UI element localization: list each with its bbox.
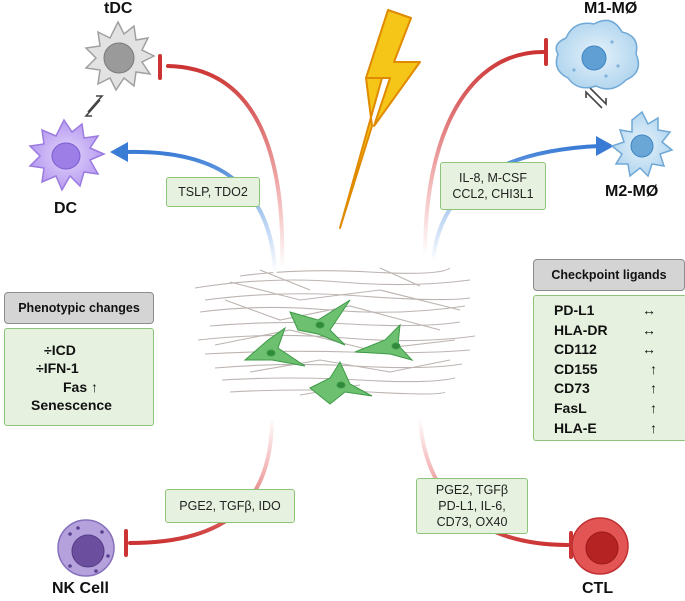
equilibrium-arrows-dc (84, 95, 104, 117)
phenotypic-changes-header: Phenotypic changes (4, 292, 154, 324)
factor-line: TSLP, TDO2 (178, 185, 248, 199)
arrowhead-m2 (596, 136, 614, 156)
ligand-label: HLA-DR (554, 321, 608, 338)
fibroblast-cell (309, 360, 373, 405)
phenotype-label: ICD (51, 342, 76, 358)
inhibit-arrow-m1 (423, 50, 545, 257)
ligand-row-cd112: CD112 (554, 341, 597, 357)
up-arrow-icon: ↑ (650, 380, 657, 397)
inhibit-arrow-tdc (166, 64, 285, 270)
ligand-label: CD155 (554, 360, 598, 377)
factor-line: CCL2, CHI3L1 (452, 187, 534, 201)
ligand-row-cd155: CD155 (554, 361, 598, 377)
ctl-label: CTL (582, 580, 614, 597)
inhibit-arrow-nk (128, 416, 274, 545)
ligand-label: CD112 (554, 341, 597, 358)
factor-line: PGE2, TGFβ (435, 483, 509, 497)
phenotype-label: IFN-1 (43, 360, 79, 376)
phenotype-item-senescence: Senescence (31, 397, 112, 413)
arrowhead-dc (110, 142, 128, 162)
phenotypic-changes-panel (4, 328, 154, 426)
checkpoint-ligands-panel (533, 295, 685, 441)
stimulate-arrow-dc (123, 149, 277, 274)
phenotype-label: Senescence (31, 397, 112, 413)
phenotype-label: Fas (63, 379, 88, 395)
m1-label: M1-MØ (584, 0, 638, 17)
dc-factors-box: TSLP, TDO2 (166, 177, 260, 207)
tdc-label: tDC (104, 0, 133, 17)
ctl-cell-icon (571, 517, 629, 575)
fibroblast-cell (354, 323, 414, 361)
bidirectional-arrow-icon: ↔ (642, 302, 656, 318)
ligand-row-hla-dr: HLA-DR (554, 322, 608, 338)
equilibrium-arrows-macrophage (585, 87, 607, 109)
up-arrow-icon: ↑ (650, 360, 657, 377)
ligand-label: FasL (554, 400, 587, 416)
ligand-label: CD73 (554, 380, 590, 397)
fibroblast-cell (289, 299, 351, 346)
macrophage-factors-box: IL-8, M-CSF CCL2, CHI3L1 (440, 162, 546, 210)
decrease-symbol: ÷ (44, 342, 52, 358)
m1-macrophage-icon (555, 19, 640, 90)
factor-line: PD-L1, IL-6, (438, 499, 506, 513)
bidirectional-arrow-icon: ↔ (642, 341, 656, 358)
ctl-factors-box: PGE2, TGFβ PD-L1, IL-6, CD73, OX40 (416, 478, 528, 534)
decrease-symbol: ÷ (36, 360, 44, 376)
nk-label: NK Cell (52, 580, 109, 597)
lightning-bolt-icon (339, 9, 421, 229)
bidirectional-arrow-icon: ↔ (642, 321, 656, 338)
factor-line: PGE2, TGFβ, IDO (179, 499, 281, 513)
ligand-row-fasl: FasL (554, 400, 587, 416)
fibroblast-cell (243, 326, 306, 367)
ligand-label: HLA-E (554, 419, 597, 436)
phenotype-item-ifn1: ÷IFN-1 (36, 360, 79, 376)
factor-line: IL-8, M-CSF (458, 171, 528, 185)
factor-line: CD73, OX40 (436, 515, 508, 529)
tdc-cell-icon (84, 20, 156, 92)
phenotype-item-icd: ÷ICD (44, 342, 76, 358)
ecm-fiber-mesh (194, 267, 476, 396)
ligand-row-pd-l1: PD-L1 (554, 302, 594, 318)
checkpoint-ligands-header: Checkpoint ligands (533, 259, 685, 291)
ligand-label: PD-L1 (554, 302, 595, 318)
ligand-row-cd73: CD73 (554, 380, 590, 396)
nk-factors-box: PGE2, TGFβ, IDO (165, 489, 295, 523)
fibroblast-cells (243, 299, 414, 405)
m2-label: M2-MØ (605, 183, 659, 200)
up-arrow-icon: ↑ (650, 400, 657, 416)
dc-label: DC (54, 200, 78, 217)
nk-cell-icon (57, 519, 115, 577)
phenotype-item-fas: Fas ↑ (63, 379, 98, 395)
ligand-row-hla-e: HLA-E (554, 420, 597, 436)
dc-cell-icon (28, 118, 106, 192)
up-arrow-icon: ↑ (650, 419, 657, 436)
up-arrow-icon: ↑ (91, 379, 99, 395)
m2-macrophage-icon (610, 110, 674, 178)
